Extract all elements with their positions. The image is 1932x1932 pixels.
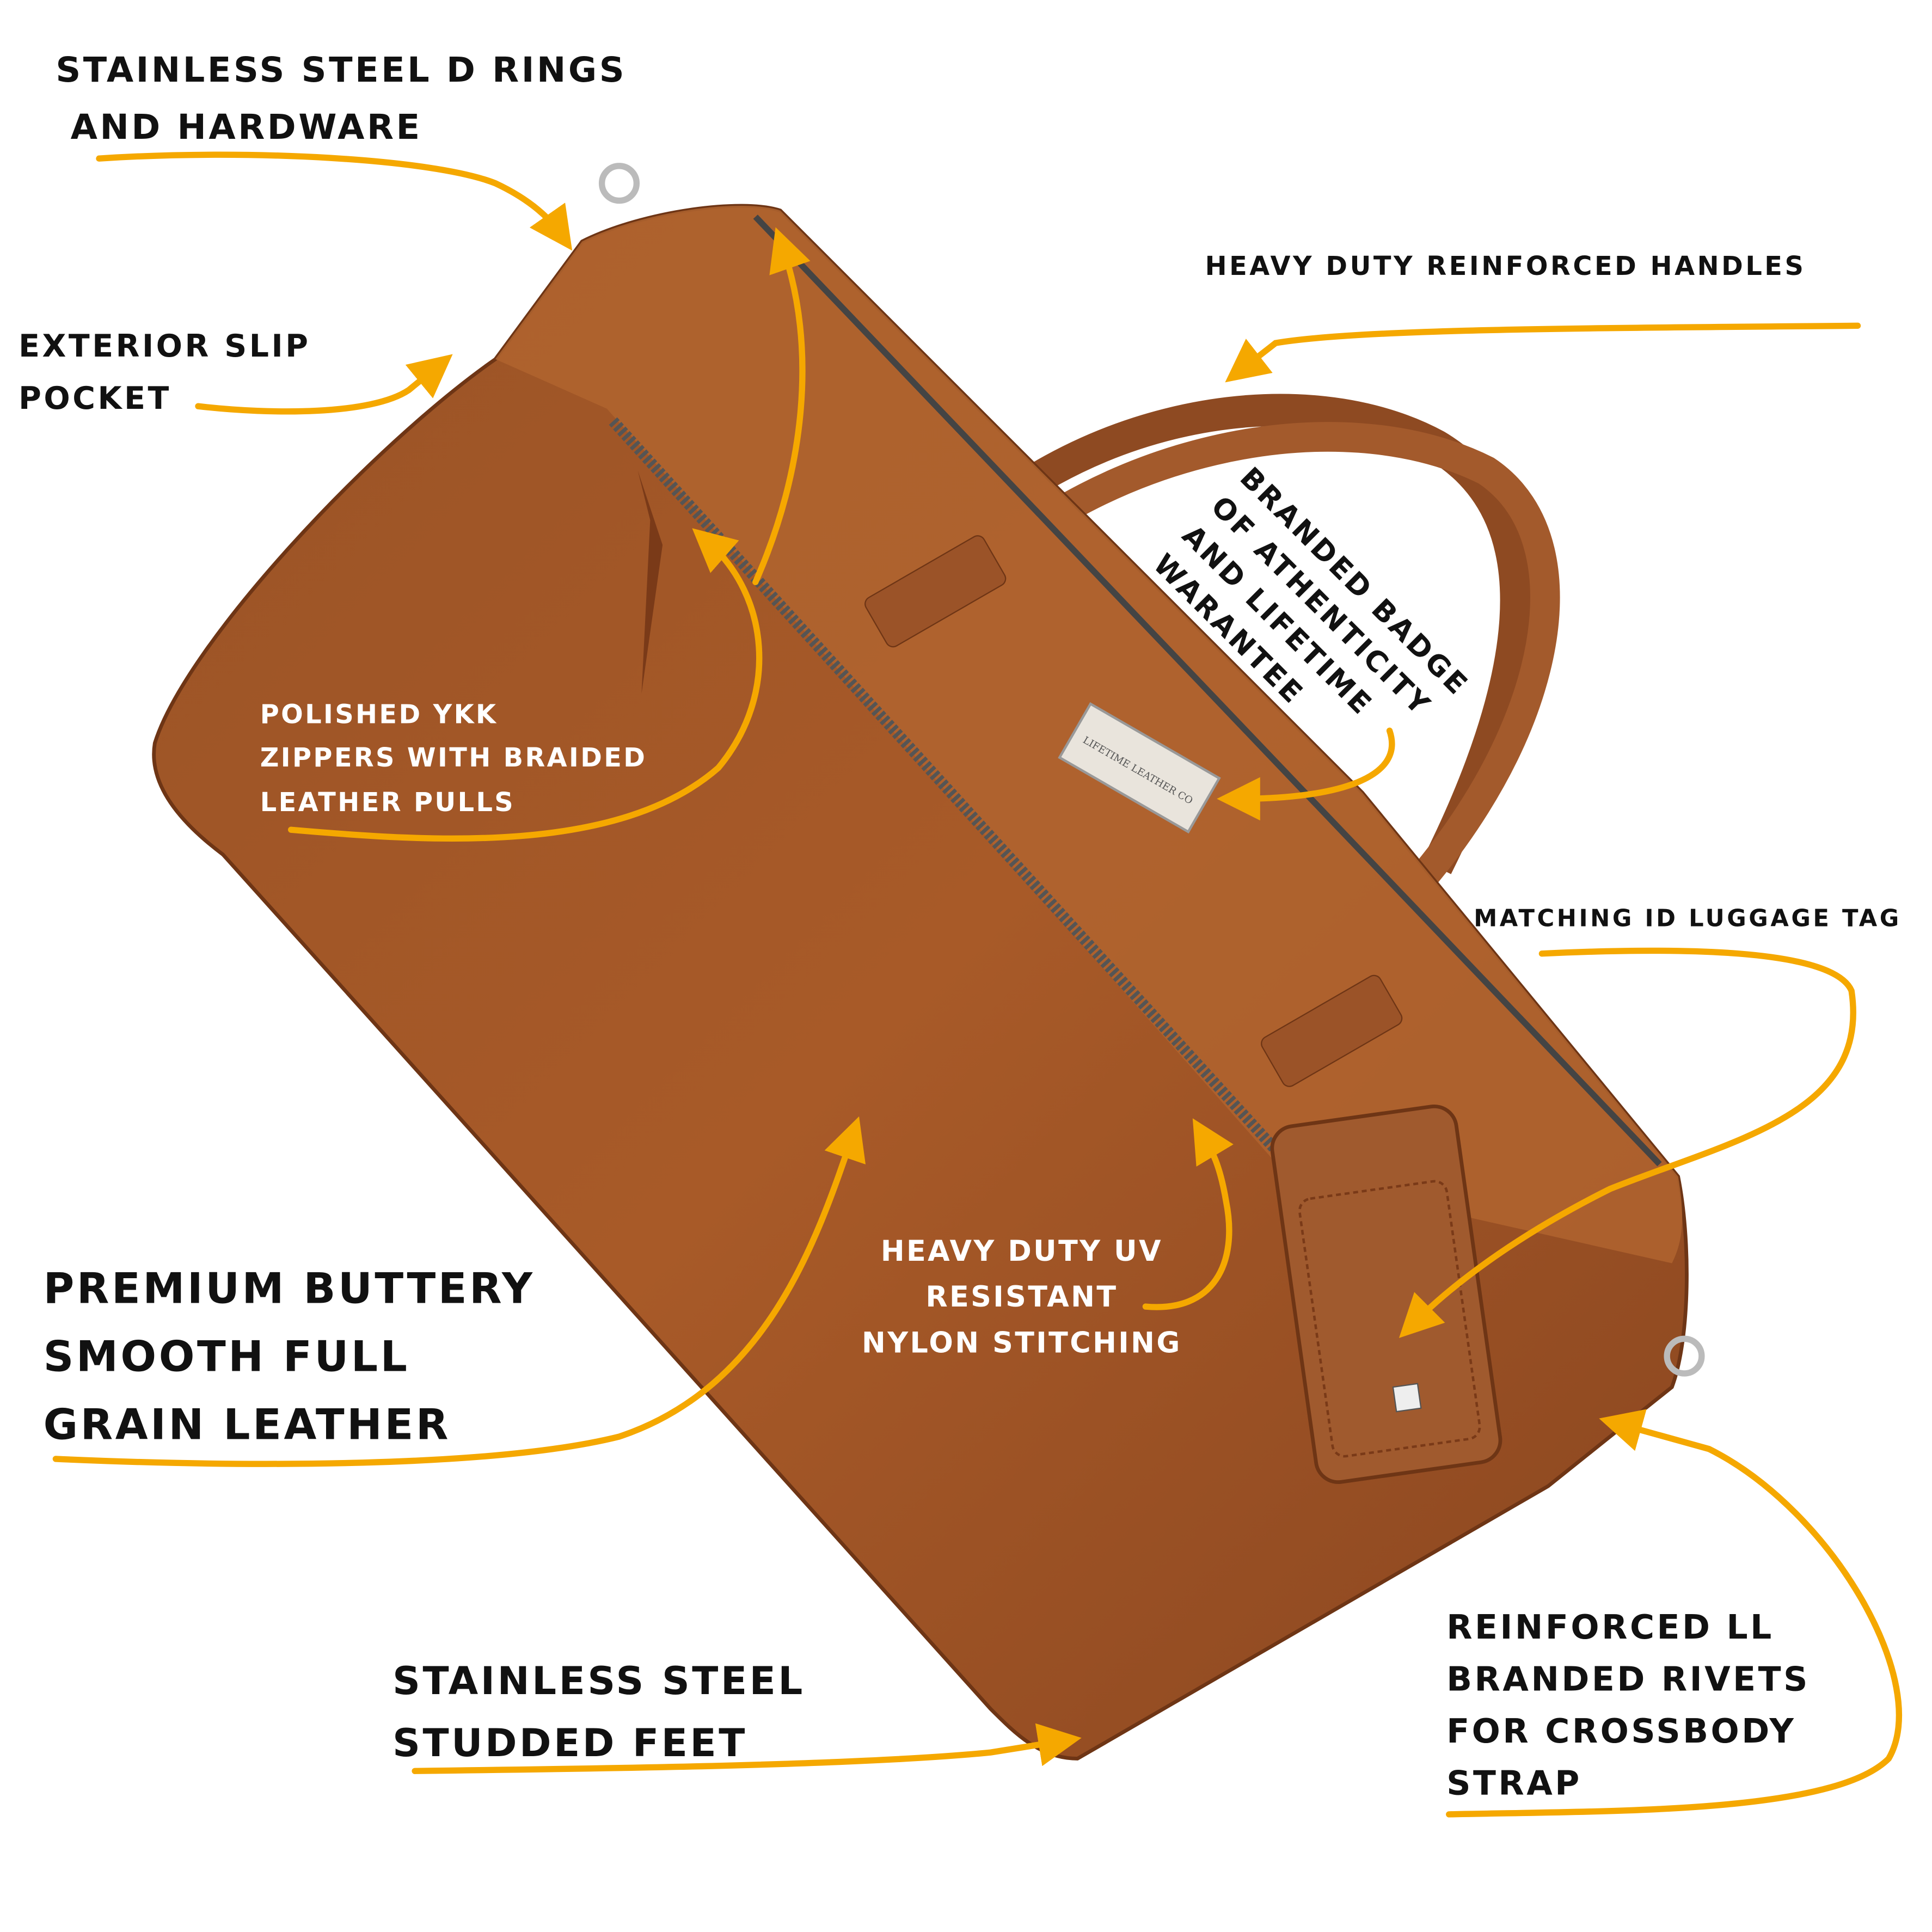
arrow-stitching <box>1142 1118 1234 1310</box>
d-ring-icon <box>1664 1335 1705 1377</box>
svg-text:MATCHING ID LUGGAGE TAG: MATCHING ID LUGGAGE TAG <box>1474 905 1901 933</box>
arrow-rivets <box>1446 1409 1902 1818</box>
callout-stitching: HEAVY DUTY UV RESISTANT NYLON STITCHING <box>862 1235 1182 1359</box>
svg-text:NYLON STITCHING: NYLON STITCHING <box>862 1326 1182 1359</box>
callout-rivets: REINFORCED LL BRANDED RIVETS FOR CROSSBO… <box>1446 1608 1810 1803</box>
zipper-pull-icon <box>637 470 663 694</box>
callout-d-rings: STAINLESS STEEL D RINGS AND HARDWARE <box>56 50 627 148</box>
callout-feet: STAINLESS STEEL STUDDED FEET <box>392 1659 805 1765</box>
svg-text:POCKET: POCKET <box>19 381 171 416</box>
svg-text:GRAIN LEATHER: GRAIN LEATHER <box>44 1401 451 1450</box>
arrow-leather <box>52 1116 866 1467</box>
handle-tab <box>1261 974 1403 1087</box>
svg-text:HEAVY DUTY UV: HEAVY DUTY UV <box>881 1235 1163 1268</box>
svg-text:AND HARDWARE: AND HARDWARE <box>71 107 422 148</box>
luggage-tag <box>1270 1104 1502 1485</box>
svg-text:FOR CROSSBODY: FOR CROSSBODY <box>1446 1712 1796 1751</box>
handle-tab <box>864 535 1007 648</box>
arrow-feet <box>412 1723 1082 1774</box>
svg-text:HEAVY DUTY REINFORCED HANDLES: HEAVY DUTY REINFORCED HANDLES <box>1205 252 1806 281</box>
arrow-zippers <box>287 528 763 842</box>
d-ring-icon <box>598 163 640 204</box>
svg-text:EXTERIOR SLIP: EXTERIOR SLIP <box>19 328 310 364</box>
arrow-d-rings <box>96 151 573 251</box>
svg-text:PREMIUM BUTTERY: PREMIUM BUTTERY <box>44 1264 535 1313</box>
callout-handles: HEAVY DUTY REINFORCED HANDLES <box>1205 252 1806 281</box>
svg-text:REINFORCED LL: REINFORCED LL <box>1446 1608 1774 1647</box>
arrow-top-zipper <box>752 227 811 585</box>
callout-luggage-tag: MATCHING ID LUGGAGE TAG <box>1474 905 1901 933</box>
svg-text:LEATHER PULLS: LEATHER PULLS <box>260 788 515 818</box>
arrow-handles <box>1225 322 1861 383</box>
svg-text:STRAP: STRAP <box>1446 1764 1582 1802</box>
arrow-badge <box>1217 727 1395 821</box>
svg-text:POLISHED YKK: POLISHED YKK <box>260 700 498 730</box>
arrow-slip-pocket <box>195 354 453 415</box>
handle-front <box>930 422 1560 952</box>
svg-text:BRANDED RIVETS: BRANDED RIVETS <box>1446 1660 1810 1698</box>
callout-slip-pocket: EXTERIOR SLIP POCKET <box>19 328 310 416</box>
svg-text:STUDDED FEET: STUDDED FEET <box>392 1721 747 1765</box>
callout-leather: PREMIUM BUTTERY SMOOTH FULL GRAIN LEATHE… <box>44 1264 535 1450</box>
arrow-luggage-tag <box>1399 947 1856 1338</box>
svg-text:ZIPPERS WITH BRAIDED: ZIPPERS WITH BRAIDED <box>260 743 647 773</box>
svg-text:RESISTANT: RESISTANT <box>925 1280 1118 1314</box>
svg-text:SMOOTH FULL: SMOOTH FULL <box>44 1332 410 1381</box>
callout-zippers: POLISHED YKK ZIPPERS WITH BRAIDED LEATHE… <box>260 700 647 818</box>
svg-text:STAINLESS STEEL: STAINLESS STEEL <box>392 1659 805 1703</box>
svg-text:STAINLESS STEEL D RINGS: STAINLESS STEEL D RINGS <box>56 50 627 90</box>
top-zipper <box>753 214 1662 1167</box>
